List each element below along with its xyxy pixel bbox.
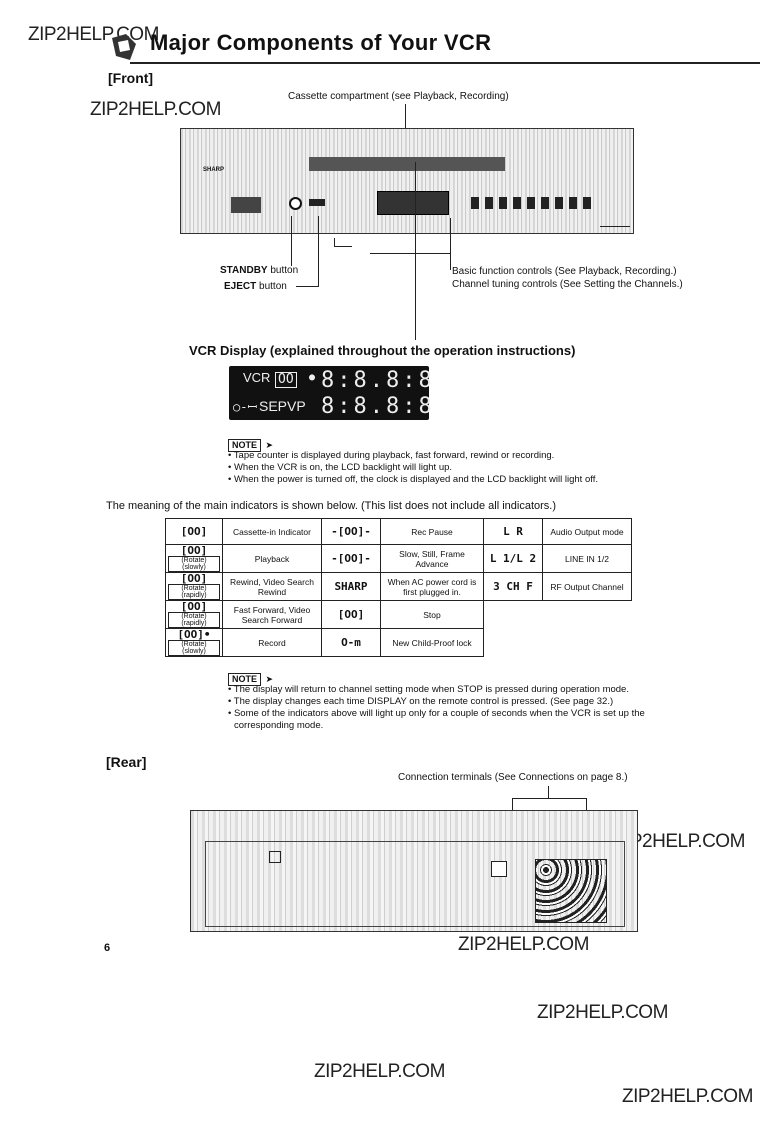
vcr-brand: SHARP (203, 167, 225, 173)
indicator-text: Record (222, 628, 322, 657)
indicator-icon: [OO] (Rotate)(rapidly) (165, 600, 223, 629)
rf-terminal (491, 861, 507, 877)
indicator-text: RF Output Channel (542, 572, 632, 601)
leader-line (296, 286, 319, 287)
watermark: ZIP2HELP.COM (314, 1061, 445, 1082)
channel-tuning-label: Channel tuning controls (See Setting the… (452, 279, 683, 290)
watermark: ZIP2HELP.COM (90, 99, 221, 120)
watermark: ZIP2HELP.COM (28, 24, 159, 45)
eject-label: EJECT button (224, 281, 287, 292)
power-socket (269, 851, 281, 863)
page-number: 6 (104, 942, 111, 954)
leader-line (334, 238, 335, 246)
indicator-icon: O-m (321, 628, 381, 657)
note1: NOTE ➤ (228, 435, 273, 453)
leader-line (512, 798, 586, 799)
indicator-icon: [OO] (165, 518, 223, 545)
rear-heading: [Rear] (106, 754, 147, 770)
indicator-icon: 3 CH F (483, 572, 543, 601)
cassette-icon: OO (275, 372, 297, 388)
indicator-icon: -[OO]- (321, 518, 381, 545)
meaning-intro: The meaning of the main indicators is sh… (106, 500, 557, 512)
indicator-icon: [OO] (321, 600, 381, 629)
indicator-icon: L 1/L 2 (483, 544, 543, 573)
note1-item: • When the power is turned off, the cloc… (228, 474, 598, 485)
front-heading: [Front] (108, 70, 154, 86)
rear-panel-inner (205, 841, 625, 927)
page-title: Major Components of Your VCR (150, 30, 492, 55)
indicator-text: Audio Output mode (542, 518, 632, 545)
indicator-icon: [OO] (Rotate)(rapidly) (165, 572, 223, 601)
lcd-digits-bottom: 8:8.8:8 (321, 394, 435, 419)
leader-line (450, 218, 451, 270)
note-arrow-icon: ➤ (265, 440, 274, 450)
vcr-front-illustration: SHARP (180, 128, 634, 234)
eject-button-shape (309, 199, 325, 206)
cassette-slot (309, 157, 505, 171)
indicator-text: Cassette-in Indicator (222, 518, 322, 545)
indicator-icon: -[OO]- (321, 544, 381, 573)
indicator-text: Fast Forward, Video Search Forward (222, 600, 322, 629)
vcr-rear-illustration (190, 810, 638, 932)
lcd-digits-top: 8:8.8:8 (321, 368, 435, 393)
watermark: ZIP2HELP.COM (537, 1002, 668, 1023)
note2-item: • Some of the indicators above will ligh… (228, 708, 645, 719)
note1-item: • Tape counter is displayed during playb… (228, 450, 555, 461)
indicator-text: Rewind, Video Search Rewind (222, 572, 322, 601)
indicator-text: LINE IN 1/2 (542, 544, 632, 573)
indicator-table: [OO] Cassette-in Indicator -[OO]- Rec Pa… (165, 518, 632, 657)
standby-knob-icon (289, 197, 302, 210)
key-icon: ○-ꟷ (233, 400, 258, 414)
connector-panel (231, 197, 261, 213)
note1-item: • When the VCR is on, the LCD backlight … (228, 462, 453, 473)
leader-line (415, 162, 416, 340)
indicator-text: Slow, Still, Frame Advance (380, 544, 484, 573)
av-jack-panel (535, 859, 607, 923)
watermark: ZIP2HELP.COM (622, 1086, 753, 1107)
note2: NOTE ➤ (228, 669, 273, 687)
watermark: ZIP2HELP.COM (458, 934, 589, 955)
indicator-icon: [OO]• (Rotate)(slowly) (165, 628, 223, 657)
indicator-text: Playback (222, 544, 322, 573)
indicator-text: Rec Pause (380, 518, 484, 545)
display-heading: VCR Display (explained throughout the op… (189, 343, 576, 358)
leader-line (586, 798, 587, 812)
leader-line (334, 246, 352, 247)
leader-line (370, 253, 450, 254)
watermark: ZIP2HELP.COM (614, 831, 745, 852)
indicator-text: When AC power cord is first plugged in. (380, 572, 484, 601)
leader-line (318, 216, 319, 286)
control-buttons (471, 197, 591, 209)
indicator-text: New Child-Proof lock (380, 628, 484, 657)
vcr-lcd-display: VCR OO ● 8:8.8:8 ○-ꟷ SEPVP 8:8.8:8 (229, 366, 432, 420)
note-arrow-icon: ➤ (265, 674, 274, 684)
indicator-icon: [OO] (Rotate)(slowly) (165, 544, 223, 573)
front-display-panel (377, 191, 449, 215)
lcd-vcr-indicator: VCR (243, 370, 271, 385)
header-logo-icon (110, 32, 138, 62)
indicator-icon: L R (483, 518, 543, 545)
leader-line (291, 216, 292, 266)
title-rule (130, 62, 760, 64)
leader-line (600, 226, 630, 227)
leader-line (512, 798, 513, 812)
cassette-compartment-label: Cassette compartment (see Playback, Reco… (288, 91, 509, 102)
indicator-text: Stop (380, 600, 484, 629)
lcd-sep-indicator: SEPVP (259, 398, 306, 414)
note2-item: • The display will return to channel set… (228, 684, 629, 695)
leader-line (548, 786, 549, 798)
standby-label: STANDBY button (220, 265, 299, 276)
indicator-icon: SHARP (321, 572, 381, 601)
basic-function-label: Basic function controls (See Playback, R… (452, 266, 677, 277)
connection-terminals-label: Connection terminals (See Connections on… (398, 772, 628, 783)
record-dot-icon: ● (309, 372, 316, 383)
note2-item: corresponding mode. (234, 720, 324, 731)
note2-item: • The display changes each time DISPLAY … (228, 696, 614, 707)
